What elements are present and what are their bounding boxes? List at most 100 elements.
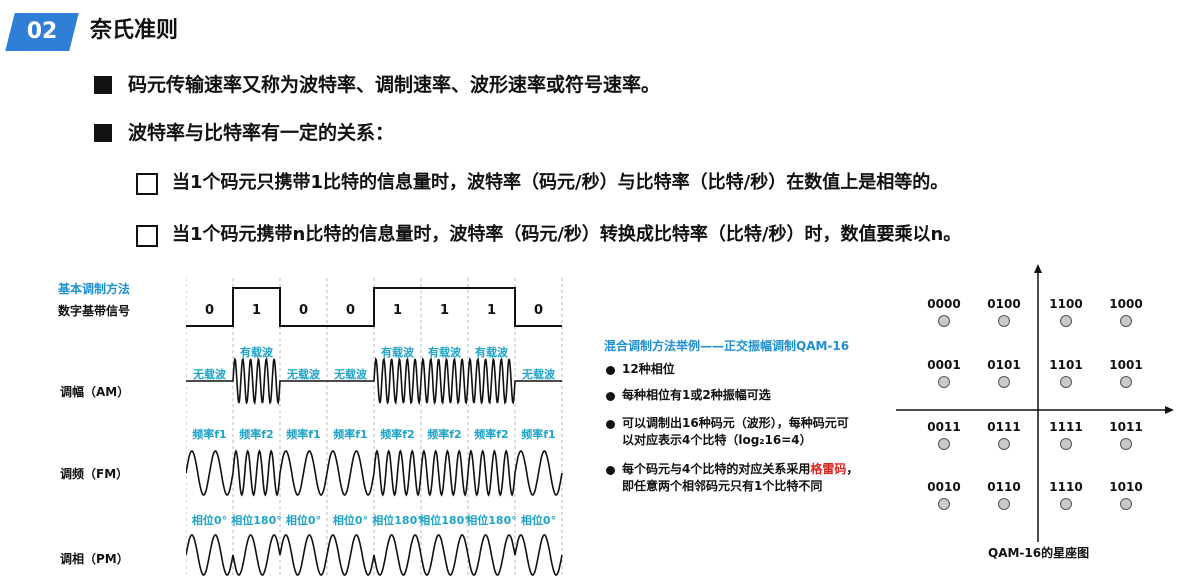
constellation-code: 1111 [1049,420,1083,434]
bit-label: 1 [252,303,261,318]
constellation-point [1060,438,1072,450]
modulation-title: 基本调制方法 [58,282,131,296]
pm-wave [186,534,563,576]
sub-bullet-text-2: 当1个码元携带n比特的信息量时，波特率（码元/秒）转换成比特率（比特/秒）时，数… [172,224,962,245]
waveform-tag: 有载波 [475,345,509,359]
bit-label: 1 [393,303,402,318]
bit-grid [186,278,563,578]
constellation-caption: QAM-16的星座图 [988,546,1090,560]
qam-point-4-line2: 即任意两个相邻码元只有1个比特不同 [622,479,823,493]
waveform-tag: 频率f2 [474,427,508,441]
qam-point-3-line1: 可以调制出16种码元（波形），每种码元可 [622,416,849,430]
waveform-tag: 无载波 [192,367,227,381]
pm-label: 调相（PM） [60,552,129,566]
waveform-tag: 有载波 [428,345,462,359]
baseband-line [186,287,562,327]
waveform-tag: 有载波 [381,345,415,359]
bit-label: 1 [440,303,449,318]
constellation-code: 1100 [1049,297,1083,311]
constellation-code: 0010 [927,480,961,494]
constellation-point [1120,498,1132,510]
bullet-dot [606,466,615,475]
qam-point-1: 12种相位 [622,362,675,376]
bit-label: 0 [205,303,214,318]
constellation-axes [896,264,1174,542]
fm-wave [186,449,563,497]
constellation-code: 0111 [987,420,1021,434]
waveform-tag: 相位0° [286,513,321,527]
checkbox-bullet [136,173,158,195]
constellation-point [1120,315,1132,327]
constellation-code: 1001 [1109,358,1143,372]
constellation-point [938,438,950,450]
constellation-point [938,498,950,510]
bullet-square [94,124,112,142]
bullet-dot [606,366,615,375]
waveform-tag: 无载波 [521,367,556,381]
constellation-point [1060,376,1072,388]
waveform-tag: 相位180° [372,513,422,527]
bullet-text-1: 码元传输速率又称为波特率、调制速率、波形速率或符号速率。 [128,74,661,96]
section-title: 奈氏准则 [90,18,179,43]
bit-labels: 0 1 0 0 1 1 1 0 [205,303,543,318]
waveform-tag: 频率f2 [239,427,273,441]
constellation-point [1120,438,1132,450]
waveform-tag: 频率f1 [286,427,320,441]
waveform-tag: 相位180° [419,513,469,527]
constellation-code: 0100 [987,297,1021,311]
bit-label: 0 [534,303,543,318]
bullet-square [94,76,112,94]
waveform-tag: 相位0° [333,513,368,527]
constellation-code: 1110 [1049,480,1083,494]
qam-point-4-post: ， [846,462,859,476]
bullet-dot [606,392,615,401]
section-number: 02 [26,19,58,44]
gray-code-highlight: 格雷码 [810,462,847,476]
constellation-point [1060,315,1072,327]
waveform-tag: 频率f2 [380,427,414,441]
bit-label: 0 [299,303,308,318]
bit-label: 0 [346,303,355,318]
constellation-point [998,315,1010,327]
constellation-code: 1000 [1109,297,1143,311]
constellation-point [998,498,1010,510]
baseband-label: 数字基带信号 [58,304,131,318]
constellation-code: 0001 [927,358,961,372]
checkbox-bullet [136,225,158,247]
waveform-tag: 相位180° [466,513,516,527]
qam-point-3-line2: 以对应表示4个比特（log₂16=4） [622,433,812,447]
constellation-code: 1011 [1109,420,1143,434]
waveform-tag: 无载波 [333,367,368,381]
constellation-code: 0101 [987,358,1021,372]
waveform-tag: 无载波 [286,367,321,381]
am-label: 调幅（AM） [60,385,130,399]
waveform-tag: 频率f1 [521,427,555,441]
constellation-point [998,438,1010,450]
constellation-point [938,315,950,327]
waveform-tag: 相位180° [231,513,281,527]
waveform-tag: 频率f1 [333,427,367,441]
fm-waveform [186,449,563,497]
waveform-tag: 频率f2 [427,427,461,441]
constellation-code: 1101 [1049,358,1083,372]
pm-waveform [186,534,563,576]
qam-title: 混合调制方法举例——正交振幅调制QAM-16 [604,339,850,353]
bit-label: 1 [487,303,496,318]
constellation-point [1060,498,1072,510]
bullet-text-2: 波特率与比特率有一定的关系： [128,122,395,144]
waveform-tag: 频率f1 [192,427,226,441]
sub-bullet-text-1: 当1个码元只携带1比特的信息量时，波特率（码元/秒）与比特率（比特/秒）在数值上… [172,172,949,193]
constellation-code: 0011 [927,420,961,434]
constellation-point [998,376,1010,388]
constellation-point [1120,376,1132,388]
fm-label: 调频（FM） [60,467,129,481]
am-waveform [186,357,562,405]
baseband-signal [186,287,562,327]
qam-point-4-pre: 每个码元与4个比特的对应关系采用 [622,462,811,476]
am-wave [186,357,562,405]
constellation-point [938,376,950,388]
waveform-tag: 有载波 [240,345,274,359]
qam-point-2: 每种相位有1或2种振幅可选 [622,388,771,402]
